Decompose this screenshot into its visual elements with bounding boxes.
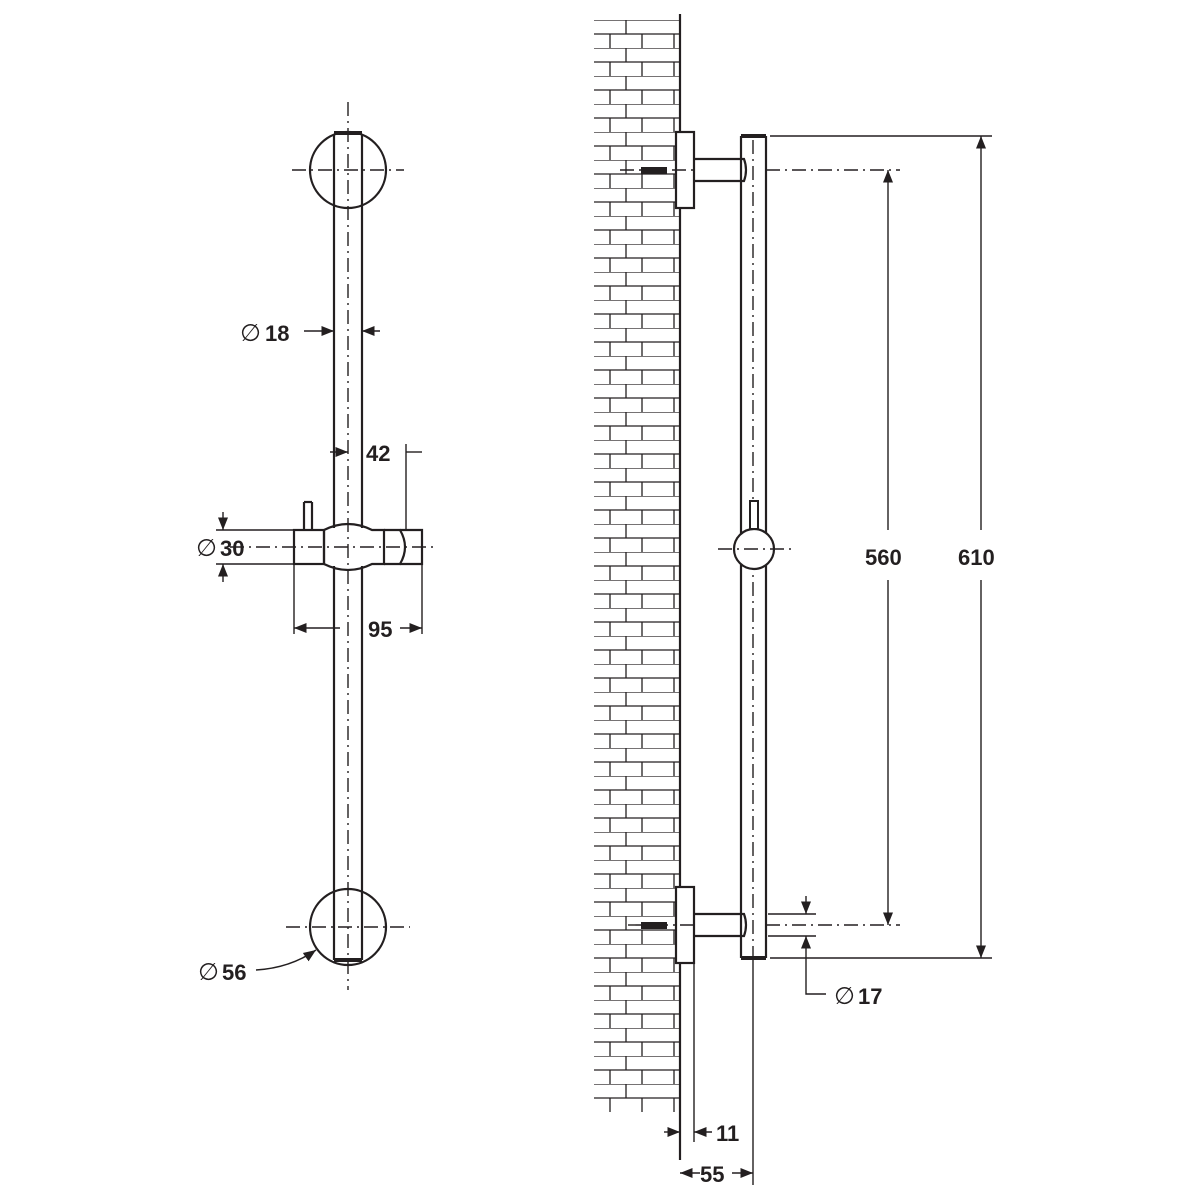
fixing-centres-label: 560 bbox=[865, 545, 902, 570]
dimension-rose-depth: 11 bbox=[664, 963, 739, 1146]
slider-width-label: 95 bbox=[368, 617, 392, 642]
side-view: 560 610 ∅ 17 11 bbox=[594, 14, 995, 1187]
rose-depth-label: 11 bbox=[716, 1121, 739, 1146]
dimension-fixing-centres: 560 bbox=[865, 170, 902, 925]
slider-diameter-label: 30 bbox=[220, 536, 244, 561]
bottom-bracket-rose bbox=[308, 887, 388, 967]
dimension-rail-diameter: ∅ 18 bbox=[240, 319, 380, 347]
diameter-symbol: ∅ bbox=[834, 982, 855, 1010]
rail-diameter-label: 18 bbox=[265, 321, 289, 346]
screw-plug bbox=[641, 167, 667, 174]
dimension-slider-offset: 42 bbox=[330, 441, 422, 530]
side-slider bbox=[718, 500, 794, 571]
dimension-arm-diameter: ∅ 17 bbox=[768, 896, 882, 1010]
brick-wall bbox=[594, 14, 682, 1160]
screw-plug bbox=[641, 922, 667, 929]
arm-diameter-label: 17 bbox=[858, 984, 882, 1009]
front-view: ∅ 18 42 ∅ 30 95 bbox=[196, 102, 438, 990]
dimension-wall-projection: 55 bbox=[680, 960, 754, 1187]
front-slider bbox=[230, 500, 438, 572]
dimension-overall-length: 610 bbox=[958, 136, 995, 958]
overall-length-label: 610 bbox=[958, 545, 995, 570]
top-wall-fixing bbox=[620, 130, 748, 210]
slider-offset-label: 42 bbox=[366, 441, 390, 466]
diameter-symbol: ∅ bbox=[240, 319, 261, 347]
bottom-wall-fixing bbox=[628, 885, 748, 965]
dimension-slider-diameter: ∅ 30 bbox=[196, 512, 294, 582]
diameter-symbol: ∅ bbox=[196, 534, 217, 562]
diameter-symbol: ∅ bbox=[198, 958, 219, 986]
wall-projection-label: 55 bbox=[700, 1162, 724, 1187]
bracket-diameter-label: 56 bbox=[222, 960, 246, 985]
dimension-bracket-diameter: ∅ 56 bbox=[198, 949, 317, 986]
dimension-slider-width: 95 bbox=[293, 564, 423, 642]
